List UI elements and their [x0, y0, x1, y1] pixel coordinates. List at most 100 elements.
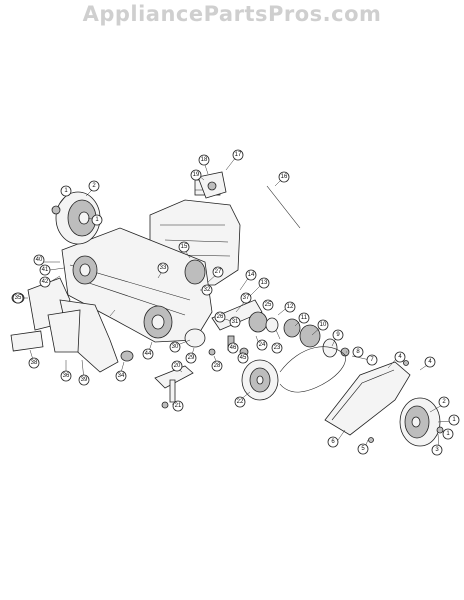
svg-text:32: 32 [204, 287, 211, 293]
callout: 1 [448, 414, 460, 426]
svg-text:1: 1 [446, 431, 450, 437]
svg-text:38: 38 [31, 360, 38, 366]
callout: 4 [424, 356, 436, 368]
callout: 27 [212, 266, 224, 278]
right-wheel [399, 397, 444, 447]
svg-text:11: 11 [301, 315, 308, 321]
callout: 19 [190, 169, 202, 181]
callout: 34 [115, 370, 127, 382]
svg-text:22: 22 [237, 399, 244, 405]
callout: 7 [366, 354, 378, 366]
svg-text:45: 45 [240, 355, 247, 361]
pulley-belt [241, 346, 346, 401]
svg-text:41: 41 [42, 267, 49, 273]
callout: 40 [33, 254, 45, 266]
callout: 1 [60, 185, 72, 197]
svg-text:17: 17 [235, 152, 242, 158]
callout: 2 [438, 396, 450, 408]
auger-housing [61, 227, 213, 343]
callout: 36 [60, 370, 72, 382]
svg-text:29: 29 [188, 355, 195, 361]
svg-text:1: 1 [64, 188, 68, 194]
callout: 32 [201, 284, 213, 296]
callout: 21 [172, 400, 184, 412]
svg-text:13: 13 [261, 280, 268, 286]
callout: 33 [157, 262, 169, 274]
svg-text:46: 46 [230, 345, 237, 351]
svg-text:37: 37 [243, 295, 250, 301]
svg-text:15: 15 [181, 244, 188, 250]
callout: 18 [198, 154, 210, 166]
svg-text:25: 25 [265, 302, 272, 308]
callout: 4 [394, 351, 406, 363]
svg-text:36: 36 [63, 373, 70, 379]
callout: 6 [327, 436, 339, 448]
svg-text:2: 2 [442, 399, 446, 405]
belt-cover [324, 360, 411, 443]
svg-text:42: 42 [42, 279, 49, 285]
svg-text:7: 7 [370, 357, 374, 363]
callout: 24 [256, 339, 268, 351]
callout: 8 [352, 346, 364, 358]
svg-text:33: 33 [160, 265, 167, 271]
callout: 13 [258, 277, 270, 289]
svg-text:21: 21 [175, 403, 182, 409]
callout: 42 [39, 276, 51, 288]
svg-text:19: 19 [193, 172, 200, 178]
callout: 16 [278, 171, 290, 183]
svg-text:4: 4 [428, 359, 432, 365]
callout: 14 [245, 269, 257, 281]
svg-text:2: 2 [92, 183, 96, 189]
callout: 28 [211, 360, 223, 372]
svg-text:3: 3 [435, 447, 439, 453]
svg-text:35: 35 [15, 295, 22, 301]
callout: 30 [169, 341, 181, 353]
callout: 15 [178, 241, 190, 253]
svg-text:20: 20 [174, 363, 181, 369]
callout: 12 [284, 301, 296, 313]
callout: 31 [229, 316, 241, 328]
svg-text:28: 28 [214, 363, 221, 369]
callout: 11 [298, 312, 310, 324]
watermark: AppliancePartsPros.com [82, 2, 382, 26]
callout: 23 [271, 342, 283, 354]
svg-text:1: 1 [452, 417, 456, 423]
callout: 35 [12, 292, 24, 304]
callout: 2 [88, 180, 100, 192]
svg-text:18: 18 [201, 157, 208, 163]
svg-text:31: 31 [232, 319, 239, 325]
drive-assembly [184, 299, 350, 358]
callout: 22 [234, 396, 246, 408]
svg-text:26: 26 [217, 314, 224, 320]
svg-text:34: 34 [118, 373, 125, 379]
callout: 41 [39, 264, 51, 276]
callout: 3 [431, 444, 443, 456]
svg-text:8: 8 [356, 349, 360, 355]
axle-arm [10, 277, 134, 373]
svg-text:27: 27 [215, 269, 222, 275]
svg-text:39: 39 [81, 377, 88, 383]
callout: 44 [142, 348, 154, 360]
callouts: 1 2 1 18 17 19 16 15 40 41 42 35 14 13 1… [12, 149, 460, 456]
svg-text:5: 5 [361, 446, 365, 452]
svg-text:9: 9 [336, 332, 340, 338]
callout: 45 [237, 352, 249, 364]
svg-text:12: 12 [287, 304, 294, 310]
callout: 38 [28, 357, 40, 369]
callout: 46 [227, 342, 239, 354]
lower-support [154, 365, 194, 409]
svg-text:23: 23 [274, 345, 281, 351]
svg-text:10: 10 [320, 322, 327, 328]
callout: 25 [262, 299, 274, 311]
svg-text:40: 40 [36, 257, 43, 263]
svg-text:24: 24 [259, 342, 266, 348]
callout: 37 [240, 292, 252, 304]
callout: 1 [442, 428, 454, 440]
callout: 5 [357, 443, 369, 455]
control-rod [266, 185, 301, 229]
svg-text:1: 1 [95, 217, 99, 223]
svg-text:4: 4 [398, 354, 402, 360]
svg-text:44: 44 [145, 351, 152, 357]
chute-deflector [197, 171, 227, 199]
